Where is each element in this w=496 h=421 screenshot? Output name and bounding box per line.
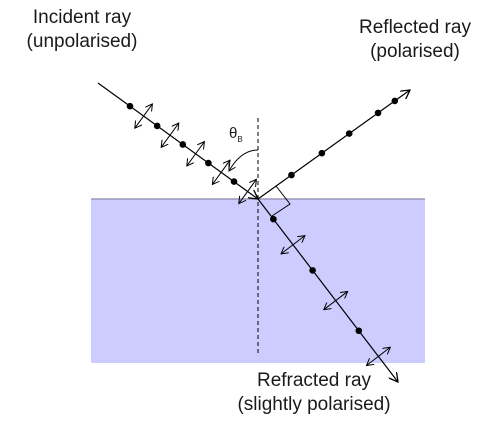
- polarisation-dot: [374, 109, 382, 117]
- incident-label-line1: Incident ray: [32, 7, 132, 28]
- refracted-ray-label: Refracted ray (slightly polarised): [204, 369, 424, 417]
- polarisation-dot: [288, 171, 295, 179]
- polarisation-dot: [355, 327, 363, 335]
- reflected-polarisation-marks: [288, 97, 399, 179]
- polarisation-dot: [309, 267, 316, 274]
- polarisation-dot: [230, 178, 238, 185]
- brewster-angle-arc: [229, 149, 259, 171]
- polarisation-arrow: [135, 104, 153, 128]
- incident-polarisation-marks: [126, 102, 257, 204]
- polarisation-arrow: [161, 123, 179, 147]
- polarisation-dot: [205, 159, 212, 167]
- polarisation-dot: [179, 141, 187, 148]
- polarisation-dot: [318, 149, 326, 157]
- reflected-label-line1: Reflected ray: [359, 17, 471, 38]
- polarisation-arrow: [324, 291, 348, 309]
- polarisation-dot: [126, 102, 134, 110]
- reflected-ray-label: Reflected ray (polarised): [340, 16, 490, 64]
- right-angle-marker: [271, 185, 291, 217]
- reflected-ray: [257, 90, 410, 200]
- refracted-polarisation-marks: [270, 215, 390, 366]
- polarisation-arrow: [212, 160, 230, 184]
- polarisation-arrow: [366, 347, 390, 365]
- refracted-label-line2: (slightly polarised): [237, 394, 391, 415]
- refracted-label-line1: Refracted ray: [256, 370, 372, 391]
- polarisation-dot: [345, 130, 353, 137]
- angle-subscript: B: [237, 135, 242, 144]
- polarisation-dot: [391, 97, 399, 105]
- polarisation-arrow: [281, 236, 305, 254]
- polarisation-arrow: [187, 142, 205, 166]
- angle-symbol: θ: [229, 125, 237, 142]
- polarisation-arrow: [239, 179, 257, 203]
- incident-label-line2: (unpolarised): [26, 31, 138, 52]
- incident-ray-label: Incident ray (unpolarised): [0, 6, 164, 54]
- svg-text:θB: θB: [229, 125, 243, 144]
- polarisation-dot: [270, 215, 277, 223]
- reflected-label-line2: (polarised): [370, 41, 460, 62]
- polarisation-dot: [153, 122, 161, 130]
